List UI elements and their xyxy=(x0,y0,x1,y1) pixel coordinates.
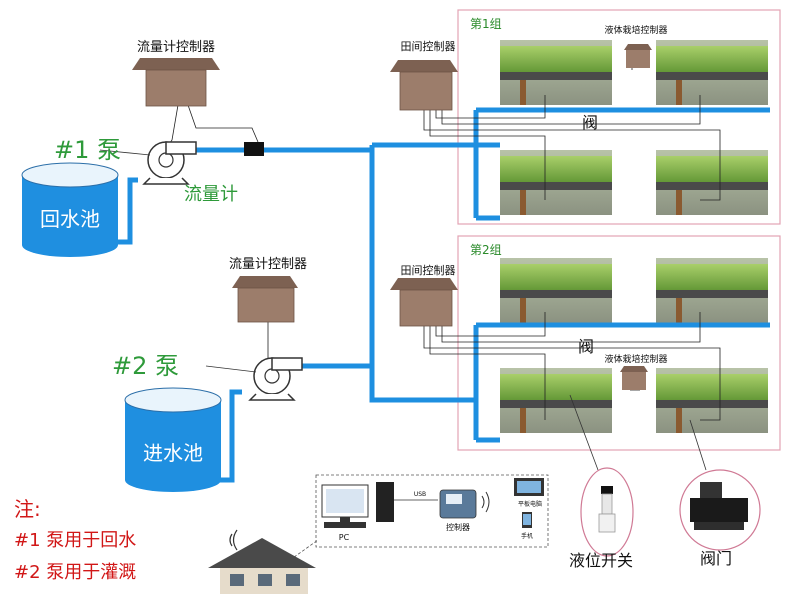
pump2-leader xyxy=(205,365,257,373)
note-line2: #2 泵用于灌溉 xyxy=(14,562,136,583)
flow-meter-label: 流量计 xyxy=(184,184,238,205)
controller-box-icon xyxy=(390,60,458,111)
level-switch-label: 液位开关 xyxy=(569,551,633,570)
pump-icon xyxy=(142,141,197,185)
plant-tray-icon xyxy=(656,150,768,215)
controller-box-icon xyxy=(624,44,652,68)
flow-controller-1-label: 流量计控制器 xyxy=(137,40,215,55)
hydro-controller-2-label: 液体栽培控制器 xyxy=(604,353,667,365)
group1-label: 第1组 xyxy=(470,17,502,31)
group2-frame xyxy=(457,235,781,451)
plant-tray-icon xyxy=(500,40,612,105)
controller-box-icon xyxy=(620,366,648,390)
pc-label: PC xyxy=(339,533,350,542)
valve-gate-leader xyxy=(689,419,707,471)
controller-device-icon xyxy=(439,489,477,519)
valve-2-label: 阀 xyxy=(578,337,594,356)
valve-gate-label: 阀门 xyxy=(700,549,732,568)
phone-label: 手机 xyxy=(521,532,533,540)
group1-frame xyxy=(457,9,781,225)
controller-box-icon xyxy=(132,58,220,107)
pump1-leader xyxy=(99,149,151,156)
flow-meter-icon xyxy=(244,142,264,156)
inlet-tank-label: 进水池 xyxy=(143,441,203,465)
plant-tray-icon xyxy=(500,368,612,433)
level-switch-leader xyxy=(569,394,599,471)
valve-icon xyxy=(690,482,748,530)
usb-label: USB xyxy=(414,491,426,498)
wifi-icon xyxy=(229,529,238,551)
flow-controller-2-label: 流量计控制器 xyxy=(229,257,307,272)
phone-icon xyxy=(522,512,532,528)
controller-device-label: 控制器 xyxy=(446,522,470,532)
house-icon xyxy=(208,538,316,594)
plant-tray-icon xyxy=(656,40,768,105)
group2-label: 第2组 xyxy=(470,243,502,257)
field-controller-2-label: 田间控制器 xyxy=(401,263,456,277)
wifi-icon xyxy=(481,491,490,513)
tablet-icon xyxy=(514,478,544,496)
field-controller-1-label: 田间控制器 xyxy=(401,39,456,53)
return-tank-label: 回水池 xyxy=(40,207,100,231)
controller-box-icon xyxy=(390,278,458,327)
level-switch-icon xyxy=(598,486,616,533)
plant-tray-icon xyxy=(656,258,768,323)
control-wires xyxy=(164,59,721,421)
pc-icon xyxy=(321,482,394,528)
pump1-label: #1 泵 xyxy=(54,136,121,164)
inlet-tank: 进水池 xyxy=(124,387,222,492)
controller-box-icon xyxy=(232,276,298,323)
note-title: 注: xyxy=(14,497,41,521)
plant-tray-icon xyxy=(500,258,612,323)
pump2-label: #2 泵 xyxy=(112,352,179,380)
pump-icon xyxy=(248,357,303,401)
plant-tray-icon xyxy=(656,368,768,433)
tablet-label: 平板电脑 xyxy=(518,500,542,508)
return-tank: 回水池 xyxy=(21,162,119,257)
valve-1-label: 阀 xyxy=(582,113,598,132)
note-line1: #1 泵用于回水 xyxy=(14,530,136,551)
plant-tray-icon xyxy=(500,150,612,215)
water-pipes xyxy=(118,107,770,483)
hydro-controller-1-label: 液体栽培控制器 xyxy=(604,24,667,36)
